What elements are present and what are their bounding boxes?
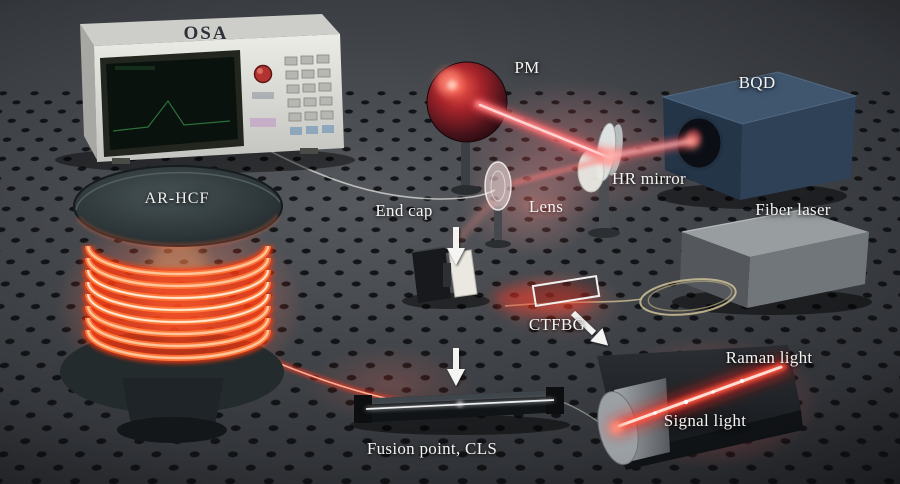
label-ctfbg: CTFBG (528, 315, 586, 334)
fiber-laser-box (639, 209, 872, 316)
fusion-cls-stage (350, 387, 570, 435)
arrow-fusion (447, 348, 465, 386)
label-osa: OSA (183, 23, 229, 44)
label-fiber-laser: Fiber laser (755, 200, 831, 219)
label-ar-hcf: AR-HCF (144, 190, 210, 207)
label-signal-light: Signal light (663, 411, 747, 430)
osa-screen (106, 57, 238, 150)
osa-red-knob (253, 64, 273, 84)
end-cap-assembly (402, 246, 490, 309)
label-raman-light: Raman light (725, 348, 813, 367)
ctfbg-filter (493, 274, 601, 314)
label-lens: Lens (528, 197, 564, 216)
label-bqd: BQD (738, 73, 776, 92)
label-pm: PM (514, 58, 540, 77)
label-fusion-cls: Fusion point, CLS (366, 439, 498, 458)
label-end-cap: End cap (375, 201, 433, 220)
label-hr-mirror: HR mirror (612, 169, 686, 188)
